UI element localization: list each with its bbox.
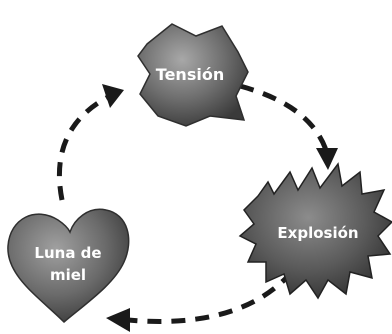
- tension-label: Tensión: [156, 65, 224, 84]
- explosion-label: Explosión: [277, 224, 358, 242]
- node-tension: Tensión: [137, 23, 249, 127]
- node-honeymoon: Luna de miel: [7, 208, 130, 324]
- spiky-burst-shape: [238, 162, 392, 300]
- honeymoon-label-line1: Luna de: [34, 244, 101, 262]
- arrow-honeymoon-to-tension: [56, 84, 124, 201]
- honeymoon-label-line2: miel: [50, 266, 86, 284]
- arrow-tension-to-explosion: [239, 83, 338, 170]
- node-explosion: Explosión: [238, 162, 392, 300]
- arrow-explosion-to-honeymoon: [106, 270, 294, 332]
- star-badge-shape: [137, 23, 249, 127]
- heart-shape: [7, 208, 130, 324]
